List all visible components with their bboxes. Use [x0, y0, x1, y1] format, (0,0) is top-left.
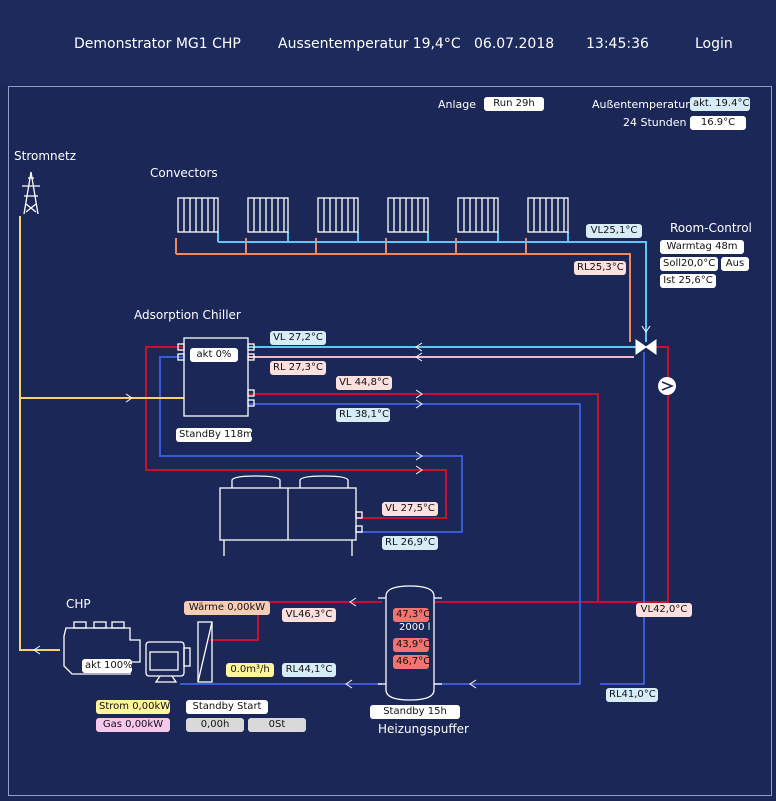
convectors-label: Convectors [150, 166, 218, 180]
chiller-rl2-temp: RL 38,1°C [336, 408, 390, 422]
buffer-tank-icon [378, 585, 442, 701]
chp-operating-hours: 0,00h [186, 718, 244, 732]
three-way-valve-icon [635, 339, 657, 355]
hydraulic-pipes [19, 216, 669, 685]
chiller-vl1-temp: VL 27,2°C [270, 331, 326, 345]
buffer-vl-temp: VL42,0°C [636, 603, 692, 617]
chp-standby-start[interactable]: Standby Start [186, 700, 268, 714]
time: 13:45:36 [586, 36, 649, 52]
dry-cooler-icon [219, 475, 363, 556]
convector-rl-temp: RL25,3°C [574, 261, 626, 275]
chiller-load: akt 0% [190, 348, 238, 362]
convector-pipes [175, 232, 647, 342]
chp-engine-icon [63, 621, 191, 683]
chp-start-count: 0St [248, 718, 306, 732]
room-control-label: Room-Control [670, 221, 752, 235]
chp-gas-input: Gas 0,00kW [96, 718, 170, 732]
room-control-actual: Ist 25,6°C [660, 274, 716, 288]
outside-temperature: Aussentemperatur 19,4°C [278, 36, 461, 52]
chiller-standby: StandBy 118m [176, 428, 253, 442]
cooler-vl-temp: VL 27,5°C [382, 502, 438, 516]
room-control-off-button[interactable]: Aus [721, 257, 749, 271]
date: 06.07.2018 [474, 36, 555, 52]
chiller-rl1-temp: RL 27,3°C [270, 361, 326, 375]
cooler-rl-temp: RL 26,9°C [382, 536, 438, 550]
chp-rl-temp: RL44,1°C [282, 663, 336, 677]
app-title: Demonstrator MG1 CHP [74, 36, 241, 52]
radiator-icon [317, 197, 359, 233]
chp-power-output: Strom 0,00kW [96, 700, 170, 714]
radiator-icon [247, 197, 289, 233]
login-link[interactable]: Login [695, 36, 733, 52]
aussentemperatur-label: Außentemperatur [592, 98, 690, 111]
power-tower-icon [22, 171, 40, 215]
heat-exchanger-icon [197, 621, 213, 683]
radiator-icon [527, 197, 569, 233]
24-stunden-label: 24 Stunden [623, 116, 687, 129]
heizungspuffer-label: Heizungspuffer [378, 722, 469, 736]
anlage-label: Anlage [438, 98, 477, 111]
header-bar: Demonstrator MG1 CHP Aussentemperatur 19… [0, 0, 776, 84]
convector-radiators [177, 197, 569, 233]
buffer-volume: 2000 l [399, 622, 431, 633]
chp-label: CHP [66, 597, 91, 611]
flow-arrows [33, 325, 651, 689]
adsorption-chiller-icon [177, 337, 255, 417]
room-control-setpoint[interactable]: Soll20,0°C [660, 257, 718, 271]
radiator-icon [387, 197, 429, 233]
buffer-temp-top: 47,3°C [393, 608, 430, 622]
chp-heat-output: Wärme 0,00kW [184, 601, 270, 615]
chp-flow-rate: 0.0m³/h [226, 663, 274, 677]
radiator-icon [457, 197, 499, 233]
buffer-rl-temp: RL41,0°C [606, 688, 658, 702]
24-stunden-value: 16.9°C [690, 116, 746, 130]
plant-diagram [8, 86, 772, 796]
buffer-standby: Standby 15h [370, 705, 460, 719]
convector-vl-temp: VL25,1°C [586, 224, 642, 238]
aussentemperatur-value: akt. 19.4°C [690, 97, 750, 111]
stromnetz-label: Stromnetz [14, 149, 77, 163]
anlage-runtime: Run 29h [484, 97, 544, 111]
adsorption-chiller-label: Adsorption Chiller [134, 308, 241, 322]
chp-load: akt 100% [82, 659, 133, 673]
room-control-mode[interactable]: Warmtag 48m [660, 240, 744, 254]
chp-vl-temp: VL46,3°C [282, 608, 336, 622]
radiator-icon [177, 197, 219, 233]
pump-icon [658, 377, 676, 395]
buffer-temp-bottom: 46,7°C [393, 655, 430, 669]
buffer-temp-middle: 43,9°C [393, 638, 430, 652]
chiller-vl2-temp: VL 44,8°C [336, 376, 392, 390]
